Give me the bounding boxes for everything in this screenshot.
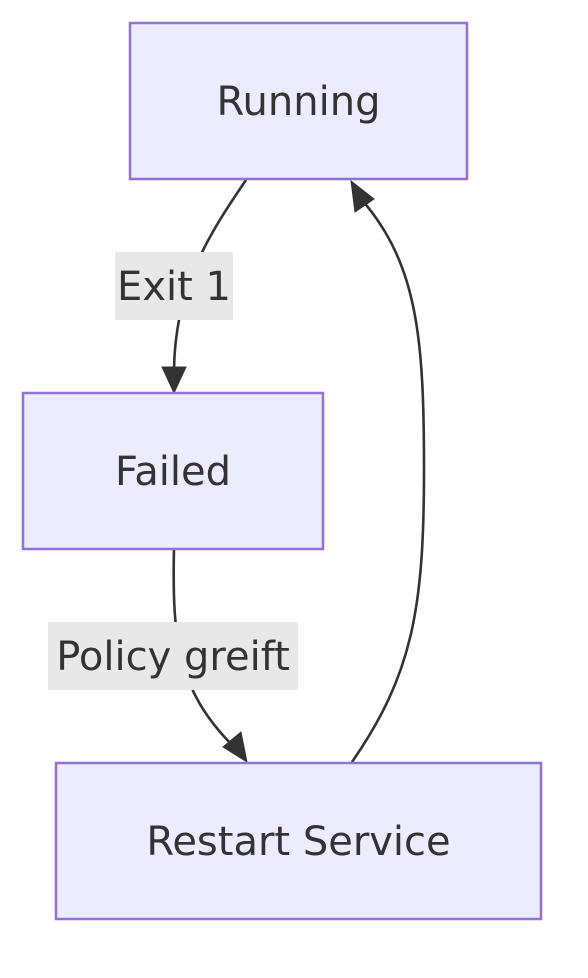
edge-label-policy: Policy greift: [56, 634, 290, 680]
node-failed-label: Failed: [115, 449, 231, 495]
edge-label-bg-exit: [115, 252, 233, 320]
node-restart-box: [54, 761, 543, 921]
node-failed: Failed: [21, 391, 325, 551]
node-running: Running: [128, 21, 469, 181]
node-restart-label: Restart Service: [146, 819, 450, 865]
node-running-label: Running: [217, 79, 381, 125]
arrowhead-restart: [222, 731, 248, 764]
edge-label-bg-policy: [48, 622, 298, 690]
arrowhead-running: [350, 179, 375, 213]
arrowhead-failed: [161, 366, 187, 395]
edge-label-exit: Exit 1: [117, 264, 231, 310]
edge-restart-to-running: [350, 179, 426, 763]
edge-running-to-failed: Exit 1: [115, 179, 248, 395]
node-running-box: [128, 21, 469, 181]
edge-line-restart-running: [350, 199, 426, 763]
node-failed-box: [21, 391, 325, 551]
edge-failed-to-restart: Policy greift: [48, 548, 298, 764]
node-restart-service: Restart Service: [54, 761, 543, 921]
